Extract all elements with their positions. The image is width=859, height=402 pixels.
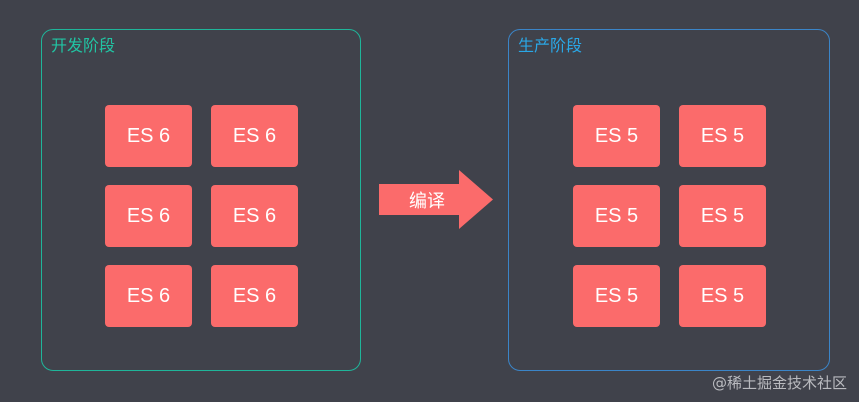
prod-es-box: ES 5 (573, 185, 660, 247)
dev-es-box: ES 6 (211, 185, 298, 247)
dev-es-box: ES 6 (211, 265, 298, 327)
dev-stage-grid: ES 6 ES 6 ES 6 ES 6 ES 6 ES 6 (105, 105, 298, 327)
compile-arrow: 编译 (379, 170, 493, 229)
prod-es-box: ES 5 (679, 105, 766, 167)
prod-stage-panel: 生产阶段 ES 5 ES 5 ES 5 ES 5 ES 5 ES 5 (508, 29, 830, 371)
dev-es-box: ES 6 (105, 105, 192, 167)
dev-stage-panel: 开发阶段 ES 6 ES 6 ES 6 ES 6 ES 6 ES 6 (41, 29, 361, 371)
watermark: @稀土掘金技术社区 (711, 374, 847, 392)
dev-es-box: ES 6 (211, 105, 298, 167)
compile-label: 编译 (409, 190, 445, 212)
prod-es-box: ES 5 (679, 185, 766, 247)
prod-stage-grid: ES 5 ES 5 ES 5 ES 5 ES 5 ES 5 (573, 105, 766, 327)
prod-stage-title: 生产阶段 (518, 36, 583, 55)
prod-es-box: ES 5 (573, 265, 660, 327)
right-arrow-icon (379, 170, 493, 229)
prod-es-box: ES 5 (573, 105, 660, 167)
dev-stage-title: 开发阶段 (51, 36, 116, 55)
dev-es-box: ES 6 (105, 185, 192, 247)
prod-es-box: ES 5 (679, 265, 766, 327)
dev-es-box: ES 6 (105, 265, 192, 327)
